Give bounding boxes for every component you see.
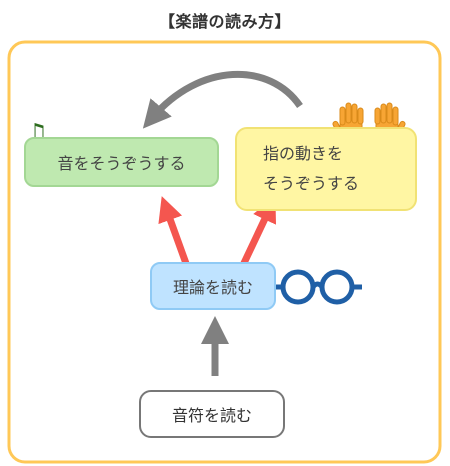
- node-finger-line1: 指の動きを: [263, 144, 344, 163]
- glasses-icon: [276, 269, 362, 305]
- curved-arrow-finger-to-hear: [142, 70, 303, 129]
- node-read-theory-label: 理論を読む: [172, 278, 253, 297]
- node-imagine-sound-label: 音をそうぞうする: [57, 154, 186, 173]
- node-finger-line2: そうぞうする: [263, 174, 360, 193]
- node-imagine-sound: 音をそうぞうする: [24, 137, 219, 187]
- node-imagine-finger-movement: 指の動きを そうぞうする: [235, 127, 417, 211]
- diagram-title: 【楽譜の読み方】: [158, 12, 291, 31]
- outer-frame: [7, 40, 442, 464]
- node-read-theory: 理論を読む: [150, 262, 276, 310]
- node-read-notes-label: 音符を読む: [171, 406, 252, 425]
- node-read-notes: 音符を読む: [139, 390, 285, 438]
